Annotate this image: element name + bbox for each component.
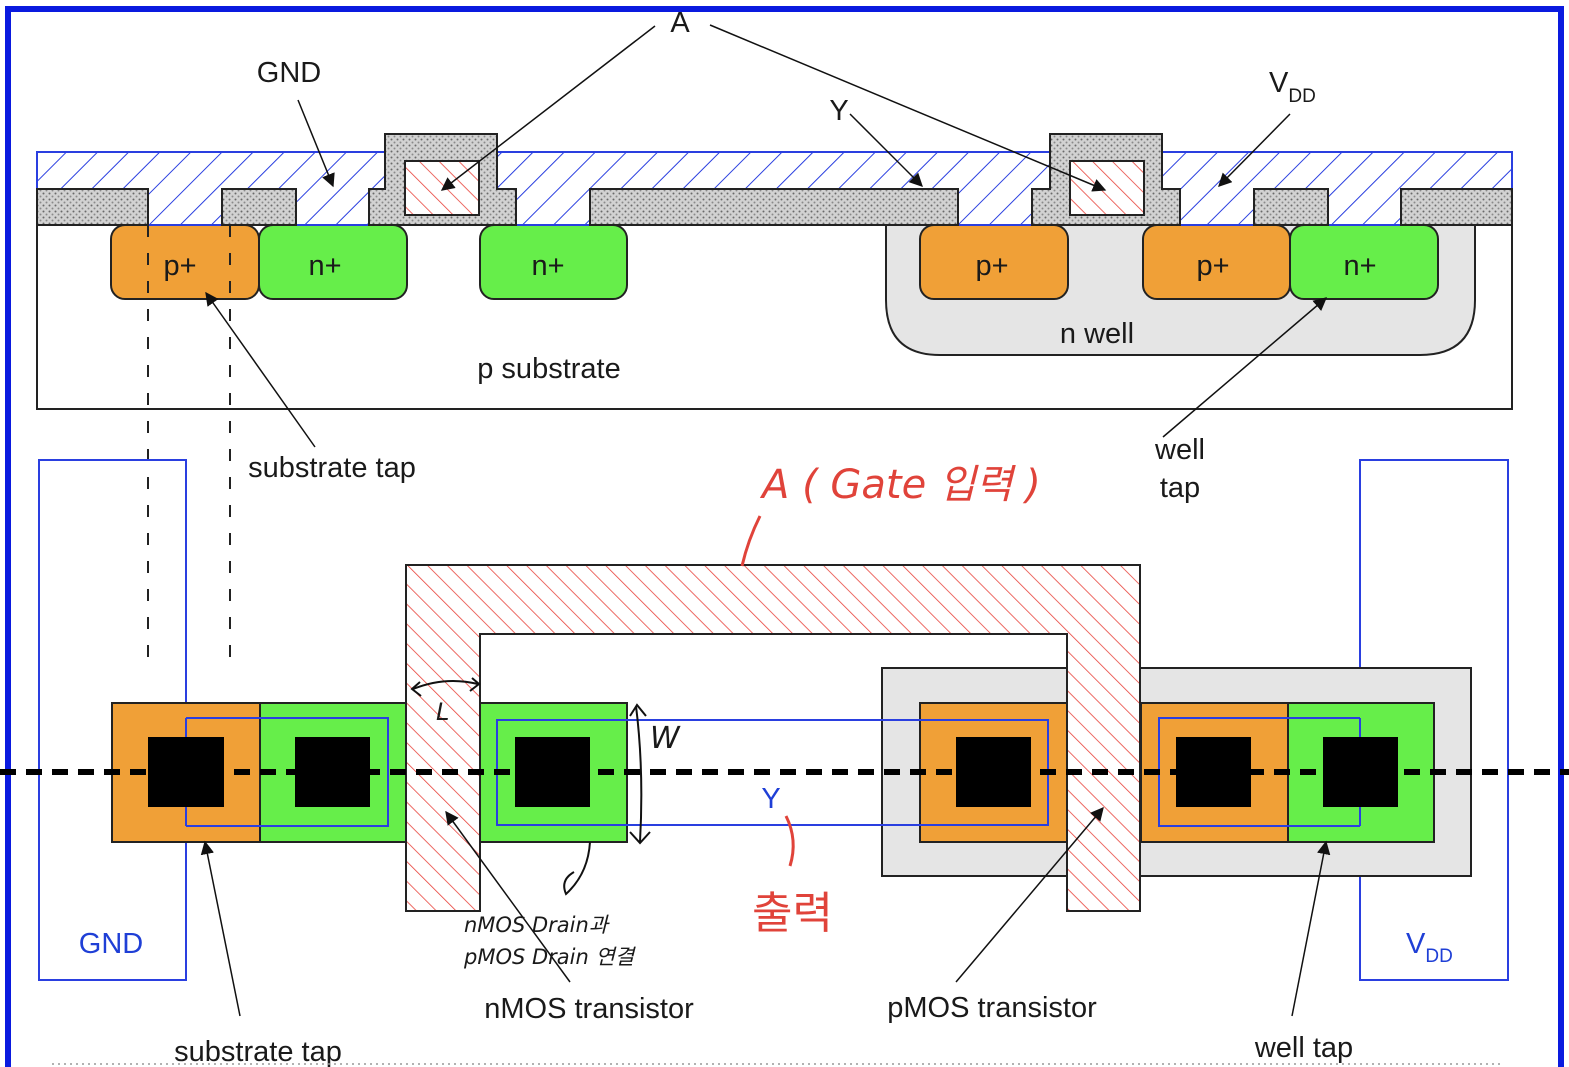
cs-vdd-label: VDD [1269, 67, 1316, 107]
layout-l-label: L [436, 698, 449, 726]
l-dimension-mark [410, 677, 481, 697]
leader-a-nmos [440, 25, 656, 191]
cs-a-label: A [670, 7, 690, 39]
output-pointer [784, 815, 795, 867]
cs-diff-label-2: n+ [308, 250, 341, 282]
drain-note-line2: pMOS Drain 연결 [463, 945, 637, 969]
leader-y [849, 113, 923, 187]
leader-substrate-tap [205, 291, 316, 448]
leader-layout-well-tap [1291, 840, 1331, 1017]
poly-gate-nmos [404, 160, 480, 216]
cs-diff-label-5: p+ [1196, 250, 1229, 282]
layout-w-label: W [650, 721, 681, 756]
drain-note-pointer [563, 841, 591, 896]
contact-pmos-source [1176, 737, 1251, 807]
poly-gate-pmos [1069, 160, 1145, 216]
contact-nmos-source [295, 737, 370, 807]
layout-gnd-label: GND [79, 928, 143, 960]
cs-well-tap-label-line2: tap [1160, 472, 1200, 504]
cs-n-well-label: n well [1060, 318, 1134, 350]
gate-input-pointer [740, 515, 762, 567]
cs-diff-label-6: n+ [1343, 250, 1376, 282]
cs-diff-label-4: p+ [975, 250, 1008, 282]
gate-input-annotation: A ( Gate 입력 ) [759, 462, 1041, 508]
layout-vdd-label: VDD [1406, 928, 1453, 967]
leader-gnd [297, 99, 335, 188]
leader-layout-nmos [445, 810, 571, 983]
oxide-right-2 [1400, 188, 1513, 226]
leader-a-pmos [709, 24, 1107, 192]
cs-substrate-tap-label: substrate tap [248, 452, 416, 484]
cs-p-substrate-label: p substrate [477, 353, 620, 385]
leader-vdd [1218, 113, 1291, 187]
leader-layout-pmos [955, 806, 1104, 983]
oxide-left-2 [221, 188, 297, 226]
oxide-right-1 [1253, 188, 1329, 226]
layout-pmos-label: pMOS transistor [887, 992, 1097, 1024]
output-annotation: 출력 [752, 888, 833, 939]
layout-view: GND VDD Y nMOS transistor pMOS transisto… [0, 459, 1569, 1067]
outer-frame [5, 6, 1564, 1067]
cs-gnd-label: GND [257, 57, 321, 89]
drain-note-line1: nMOS Drain과 [464, 913, 610, 937]
layout-nmos-label: nMOS transistor [484, 993, 694, 1025]
layout-poly-gate [405, 564, 1141, 912]
layout-well-tap-label: well tap [1254, 1032, 1353, 1064]
handwritten-annotations: A ( Gate 입력 ) 출력 nMOS Drain과 pMOS Drain … [463, 462, 1041, 969]
layout-substrate-tap-label: substrate tap [174, 1036, 342, 1067]
leader-layout-substrate-tap [200, 840, 241, 1017]
metal-gnd-overlay [186, 717, 389, 827]
leader-well-tap [1162, 297, 1328, 438]
cs-diff-label-1: p+ [163, 250, 196, 282]
cs-y-label: Y [829, 95, 848, 127]
oxide-middle [589, 188, 959, 226]
layout-y-label: Y [761, 783, 780, 815]
cross-section: p+ n+ n+ p+ p+ n+ n well p substrate GND… [36, 7, 1513, 504]
cs-diff-label-3: n+ [531, 250, 564, 282]
w-dimension-mark [629, 703, 651, 845]
oxide-left-1 [36, 188, 149, 226]
cs-well-tap-label-line1: well [1154, 434, 1205, 466]
